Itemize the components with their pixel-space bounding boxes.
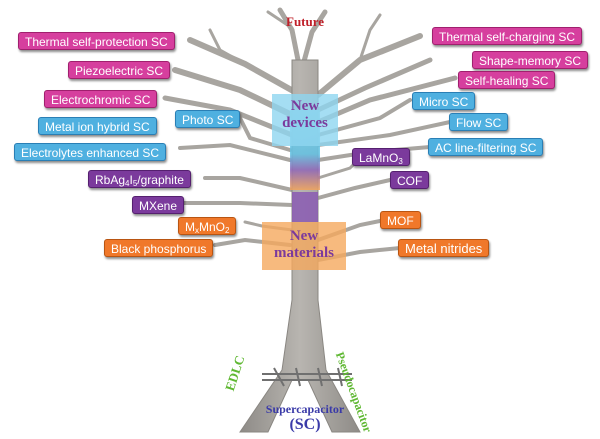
mxmno2-2-subscript: 2 — [225, 226, 230, 235]
purple-band — [292, 192, 318, 222]
ac-line-filtering-sc-tag: AC line-filtering SC — [428, 138, 544, 156]
future-title: Future — [286, 14, 325, 29]
flow-sc-tag: Flow SC — [449, 113, 509, 131]
supercapacitor-label: Supercapacitor — [265, 402, 345, 416]
metal-ion-hybrid-sc-tag: Metal ion hybrid SC — [38, 117, 157, 135]
devices-highlight-box — [272, 94, 338, 146]
cof-tag: COF — [390, 171, 430, 189]
materials-highlight-box — [262, 222, 346, 270]
electrochromic-sc-tag: Electrochromic SC — [44, 90, 158, 108]
black-phosphorus-tag: Black phosphorus — [104, 239, 214, 257]
rbag4i5-graphite-tag: RbAg4I5/graphite — [88, 170, 191, 188]
new-materials-label: New materials — [262, 228, 346, 262]
mxmno2-x-subscript: x — [195, 226, 199, 235]
mxmno2-m: M — [185, 220, 195, 234]
metal-nitrides-tag: Metal nitrides — [398, 239, 490, 257]
new-materials-line2: materials — [274, 245, 334, 261]
root-band — [262, 367, 352, 387]
lamno3-tag: LaMnO3 — [352, 148, 410, 166]
thermal-self-protection-sc-tag: Thermal self-protection SC — [18, 32, 175, 50]
mxmno2-tag: MxMnO2 — [178, 217, 237, 235]
rbag-subscript-1: 4 — [125, 179, 130, 188]
rbag-suffix: /graphite — [137, 173, 184, 187]
sc-label: (SC) — [289, 416, 321, 433]
photo-sc-tag: Photo SC — [175, 110, 241, 128]
self-healing-sc-tag: Self-healing SC — [458, 71, 556, 89]
piezoelectric-sc-tag: Piezoelectric SC — [68, 61, 171, 79]
mxmno2-mno: MnO — [199, 220, 226, 234]
electrolytes-enhanced-sc-tag: Electrolytes enhanced SC — [14, 143, 167, 161]
rbag-prefix: RbAg — [95, 173, 126, 187]
lamno3-subscript: 3 — [398, 157, 403, 166]
new-materials-line1: New — [289, 228, 319, 244]
thermal-self-charging-sc-tag: Thermal self-charging SC — [432, 27, 583, 45]
rbag-middle: I — [129, 173, 133, 187]
mxene-tag: MXene — [132, 196, 185, 214]
lamno3-text: LaMnO — [359, 151, 399, 165]
new-devices-line2: devices — [282, 115, 328, 131]
new-devices-label: New devices — [272, 98, 338, 132]
shape-memory-sc-tag: Shape-memory SC — [472, 51, 589, 69]
new-devices-line1: New — [290, 98, 320, 114]
mof-tag: MOF — [380, 211, 421, 229]
micro-sc-tag: Micro SC — [412, 92, 476, 110]
rbag-subscript-2: 5 — [132, 179, 138, 188]
